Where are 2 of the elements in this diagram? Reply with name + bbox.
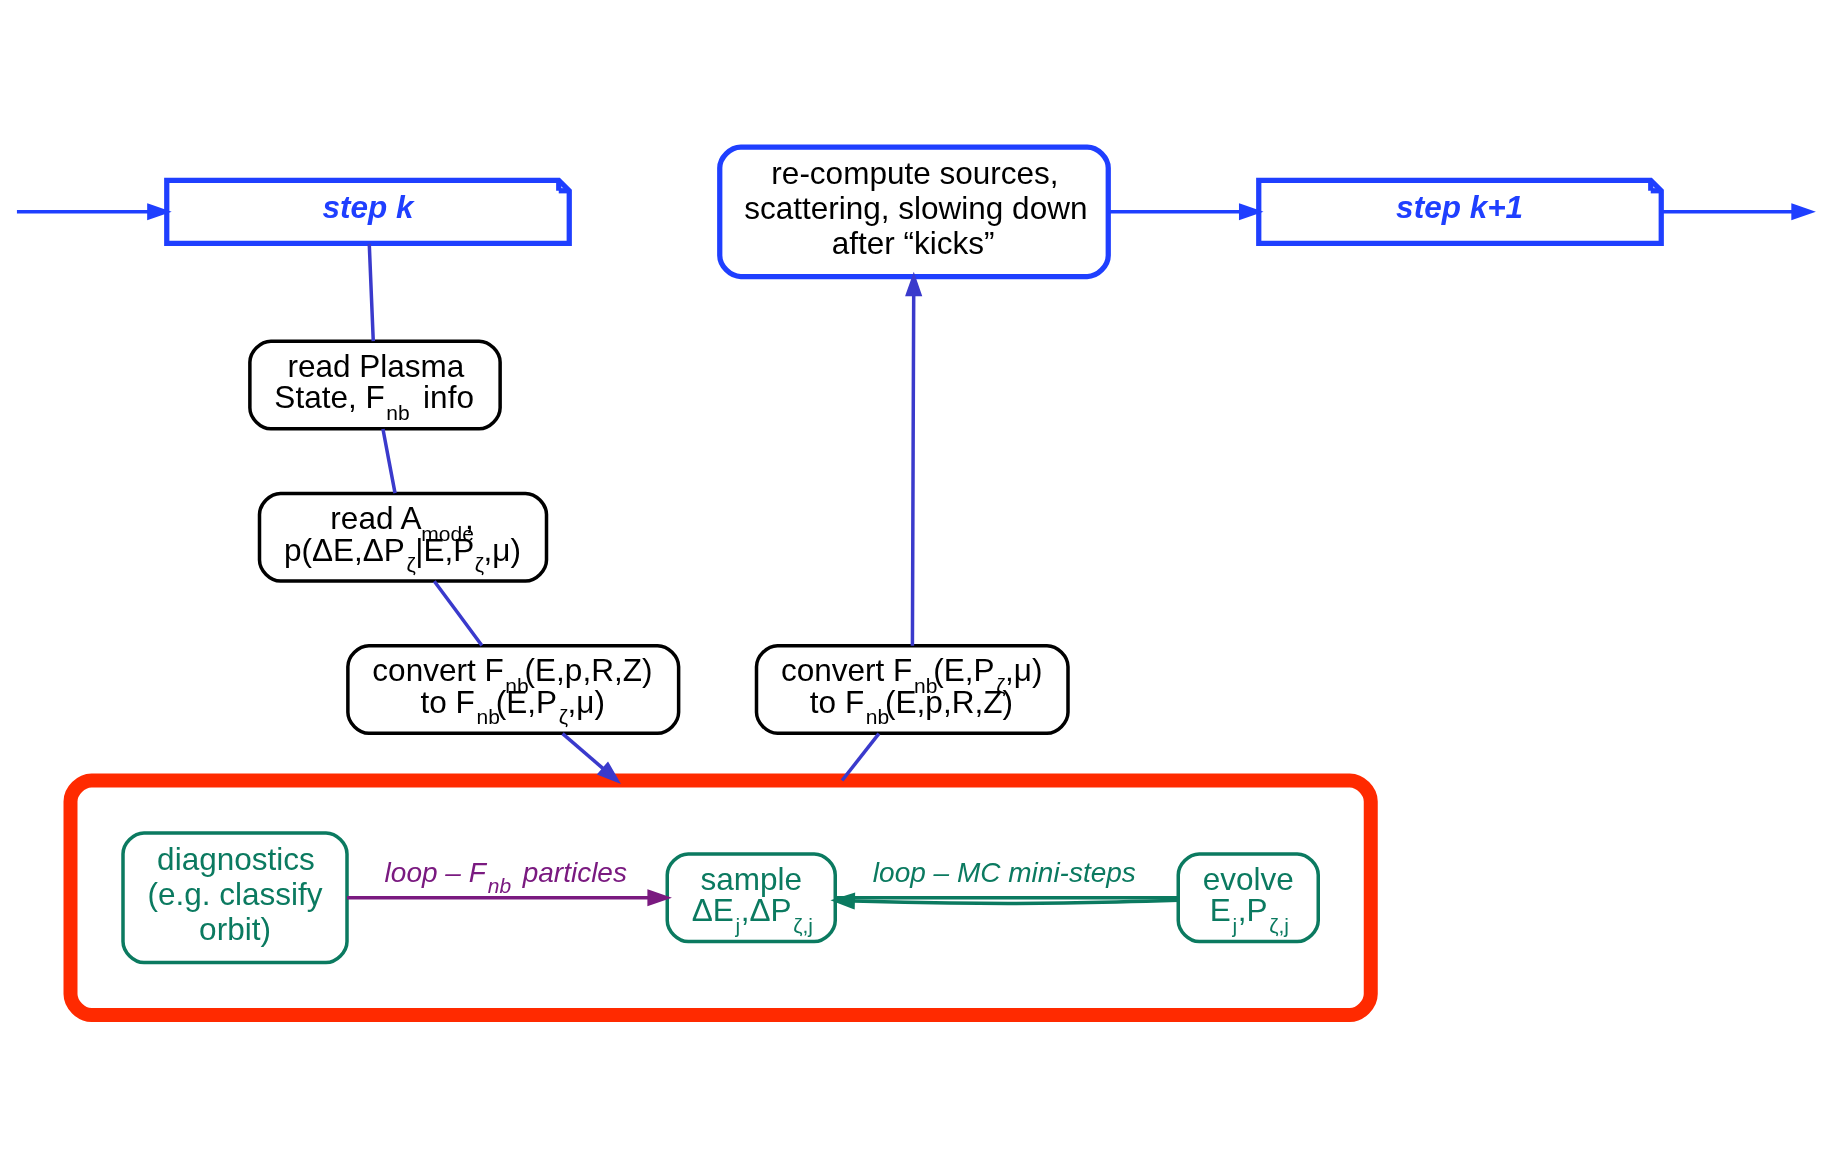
edge-label: loop – F$_{nb}$ particles xyxy=(384,856,627,898)
edge-label: loop – MC mini-steps xyxy=(872,856,1136,888)
